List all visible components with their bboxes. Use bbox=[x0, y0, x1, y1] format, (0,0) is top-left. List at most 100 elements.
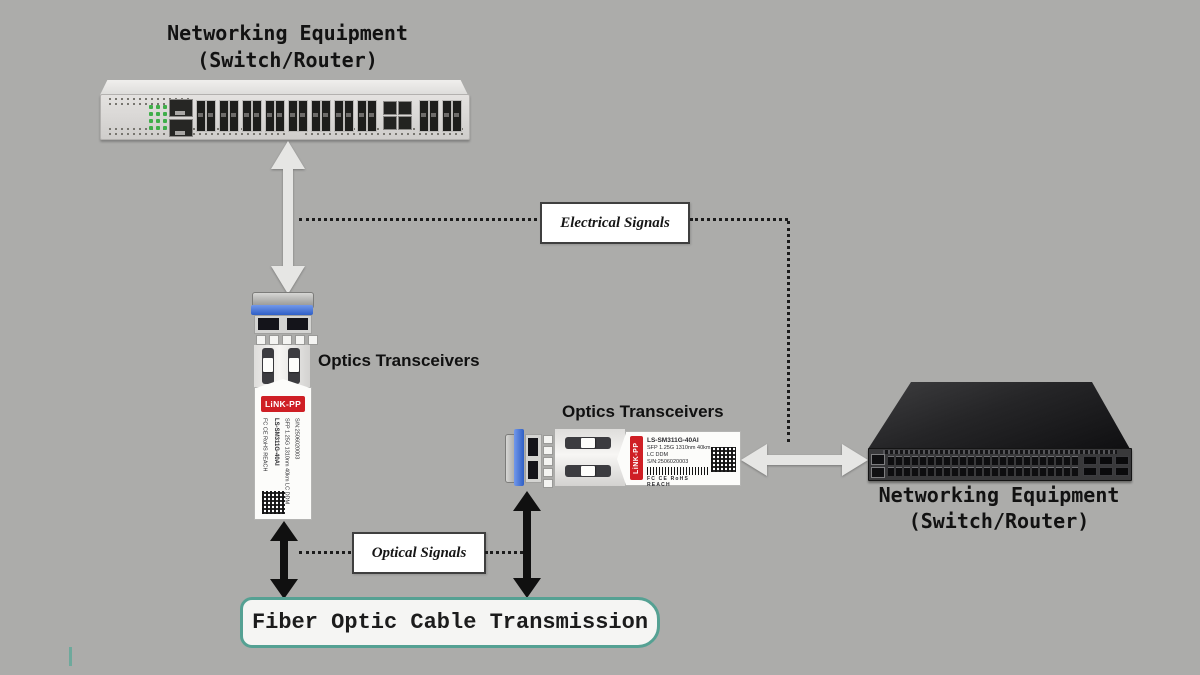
led bbox=[163, 119, 167, 123]
bport bbox=[952, 467, 958, 476]
bport bbox=[888, 467, 894, 476]
sfp-cage bbox=[443, 101, 451, 131]
qport bbox=[1099, 456, 1113, 465]
sq bbox=[308, 335, 318, 345]
sfp-cage bbox=[266, 101, 274, 131]
model-number: LS-SM311G-40AI bbox=[647, 437, 699, 444]
sfp-handle bbox=[581, 466, 595, 476]
sfp-slot bbox=[565, 465, 611, 477]
bport bbox=[1024, 456, 1030, 465]
electrical-signals-box: Electrical Signals bbox=[540, 202, 690, 244]
qport bbox=[1115, 467, 1129, 476]
sq bbox=[269, 335, 279, 345]
sfp-cage bbox=[430, 101, 438, 131]
sq bbox=[256, 335, 266, 345]
bport bbox=[1072, 456, 1078, 465]
switch-front-panel bbox=[100, 94, 470, 140]
label-text: Optics Transceivers bbox=[318, 351, 480, 370]
rj45-ports bbox=[169, 99, 193, 139]
sfp-handle bbox=[263, 358, 273, 372]
dotted-line-optical-right bbox=[485, 551, 529, 554]
sfp-label-text: FC CE RoHS REACH LS-SM311G-40AI SFP 1.25… bbox=[259, 418, 302, 536]
led bbox=[149, 126, 153, 130]
brand-logo: LiNK-PP bbox=[630, 436, 643, 480]
bport bbox=[1024, 467, 1030, 476]
bport bbox=[936, 456, 942, 465]
lc-port bbox=[287, 318, 308, 330]
pair bbox=[288, 100, 308, 132]
sfp-cage bbox=[368, 101, 376, 131]
led bbox=[156, 105, 160, 109]
sfp-latch bbox=[514, 429, 524, 486]
sfp-slot bbox=[262, 348, 274, 384]
bport bbox=[1056, 467, 1062, 476]
rj45-port bbox=[169, 99, 193, 117]
serial-number: S/N:2506020003 bbox=[647, 459, 689, 465]
qport bbox=[1083, 467, 1097, 476]
sfp-cage bbox=[276, 101, 284, 131]
sqh bbox=[543, 468, 553, 477]
sfp-cage bbox=[220, 101, 228, 131]
bport bbox=[984, 467, 990, 476]
sfp-cage bbox=[345, 101, 353, 131]
label-text: Optics Transceivers bbox=[562, 402, 724, 421]
sfp-cage bbox=[335, 101, 343, 131]
label-chevron bbox=[256, 379, 310, 388]
sqh bbox=[543, 479, 553, 488]
bport bbox=[928, 467, 934, 476]
led bbox=[163, 112, 167, 116]
bport bbox=[976, 467, 982, 476]
dotted-line-electrical-left bbox=[299, 218, 537, 221]
led bbox=[149, 112, 153, 116]
sfp-latch bbox=[251, 305, 313, 315]
led bbox=[156, 126, 160, 130]
bport bbox=[1040, 467, 1046, 476]
sqh bbox=[543, 457, 553, 466]
bport bbox=[1048, 467, 1054, 476]
bport bbox=[968, 467, 974, 476]
rj45-port bbox=[383, 101, 397, 115]
label-networking-equipment-right: Networking Equipment (Switch/Router) bbox=[866, 482, 1132, 534]
pair bbox=[334, 100, 354, 132]
qsfp-port-row bbox=[1083, 467, 1129, 476]
sfp-cage bbox=[312, 101, 320, 131]
qr-code bbox=[711, 447, 736, 472]
bport bbox=[1040, 456, 1046, 465]
sfp-cage bbox=[322, 101, 330, 131]
bport bbox=[992, 467, 998, 476]
sqh bbox=[543, 446, 553, 455]
bport bbox=[1016, 456, 1022, 465]
label-chevron bbox=[617, 432, 626, 485]
bport bbox=[936, 467, 942, 476]
rj45-port bbox=[398, 116, 412, 130]
optics-transceivers-label-right: Optics Transceivers bbox=[562, 402, 724, 422]
sfp-cage bbox=[243, 101, 251, 131]
bport bbox=[912, 467, 918, 476]
dotted-line-electrical-right bbox=[690, 218, 788, 221]
vent-holes bbox=[109, 128, 289, 136]
bport bbox=[944, 467, 950, 476]
sfp-cage bbox=[289, 101, 297, 131]
dotted-line-electrical-down bbox=[787, 221, 790, 442]
rj45-port bbox=[871, 454, 885, 465]
label-line: (Switch/Router) bbox=[908, 509, 1090, 533]
sq bbox=[295, 335, 305, 345]
serial-number: S/N:2506020003 bbox=[293, 418, 300, 460]
pair bbox=[265, 100, 285, 132]
bport bbox=[976, 456, 982, 465]
bport bbox=[1000, 467, 1006, 476]
sfp-body bbox=[555, 429, 625, 486]
sfp-cage bbox=[358, 101, 366, 131]
bport bbox=[912, 456, 918, 465]
arrow-electrical-right bbox=[741, 444, 868, 476]
sq bbox=[282, 335, 292, 345]
vent-holes bbox=[109, 98, 189, 106]
bport bbox=[920, 467, 926, 476]
led bbox=[149, 105, 153, 109]
bport bbox=[984, 456, 990, 465]
bport bbox=[960, 467, 966, 476]
barcode bbox=[647, 467, 709, 475]
rj45-port bbox=[871, 467, 885, 478]
sfp-handle bbox=[289, 358, 299, 372]
switch-front-panel bbox=[868, 448, 1132, 481]
